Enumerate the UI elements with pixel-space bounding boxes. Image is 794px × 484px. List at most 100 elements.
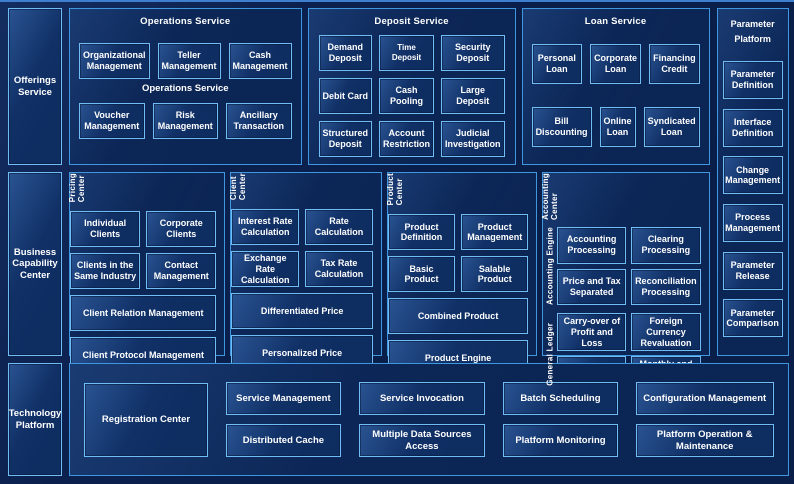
box-registration-center: Registration Center: [84, 382, 208, 457]
box-interface-definition: Interface Definition: [722, 108, 783, 147]
deposit-grid: Demand Deposit Time Deposit Security Dep…: [318, 35, 505, 157]
accounting-center-block: Accounting Center Accounting Engine Acco…: [541, 172, 710, 395]
box-structured-deposit: Structured Deposit: [318, 121, 373, 157]
box-salable-product: Salable Product: [461, 256, 529, 293]
sidebar-offerings-service: Offerings Service: [8, 8, 62, 165]
operations-row-2: Voucher Management Risk Management Ancil…: [79, 103, 292, 139]
box-large-deposit: Large Deposit: [441, 78, 505, 114]
box-product-definition: Product Definition: [387, 214, 456, 251]
box-service-invocation: Service Invocation: [358, 382, 486, 415]
product-pair-1: Product Definition Product Management: [387, 214, 529, 251]
box-clearing-processing: Clearing Processing: [631, 227, 701, 264]
parameter-platform-title-line2: Platform: [734, 34, 771, 45]
box-basic-product: Basic Product: [387, 256, 456, 293]
product-center-vlabel: Product Center: [385, 173, 404, 206]
technology-platform-section: Registration Center Service Management D…: [69, 363, 789, 476]
operations-service-mid-label: Operations Service: [141, 83, 229, 94]
box-service-management: Service Management: [226, 382, 341, 415]
box-bill-discounting: Bill Discounting: [531, 107, 592, 147]
operations-row-1: Organizational Management Teller Managem…: [79, 43, 292, 79]
business-capability-row: Pricing Center Individual Clients Corpor…: [68, 172, 710, 395]
parameter-platform-boxes: Parameter Definition Interface Definitio…: [718, 48, 788, 355]
tech-column-4: Configuration Management Platform Operat…: [635, 382, 774, 457]
box-price-and-tax-separated: Price and Tax Separated: [557, 268, 627, 305]
box-process-management: Process Management: [722, 204, 783, 243]
box-exchange-rate-calculation: Exchange Rate Calculation: [231, 251, 300, 288]
box-debit-card: Debit Card: [318, 78, 373, 114]
box-syndicated-loan: Syndicated Loan: [643, 107, 700, 147]
product-center-body: Product Definition Product Management Ba…: [387, 205, 536, 385]
client-pair-1: Interest Rate Calculation Rate Calculati…: [231, 209, 373, 246]
box-contact-management: Contact Management: [146, 253, 217, 290]
client-center-block: Client Center Interest Rate Calculation …: [229, 172, 382, 372]
box-reconciliation-processing: Reconciliation Processing: [631, 268, 701, 305]
client-center-body: Interest Rate Calculation Rate Calculati…: [231, 200, 380, 380]
box-combined-product: Combined Product: [387, 298, 529, 335]
box-platform-operation-maintenance: Platform Operation & Maintenance: [635, 424, 774, 457]
loan-service-title: Loan Service: [584, 16, 647, 27]
box-configuration-management: Configuration Management: [635, 382, 774, 415]
parameter-platform-title-line1: Parameter: [730, 19, 775, 29]
box-time-deposit: Time Deposit: [379, 35, 435, 71]
deposit-service-title: Deposit Service: [374, 16, 449, 27]
accounting-engine-group: Accounting Engine Accounting Processing …: [543, 227, 701, 305]
tech-column-3: Batch Scheduling Platform Monitoring: [503, 382, 618, 457]
box-interest-rate-calculation: Interest Rate Calculation: [231, 209, 300, 246]
box-cash-pooling: Cash Pooling: [379, 78, 435, 114]
loan-row-1: Personal Loan Corporate Loan Financing C…: [531, 44, 700, 84]
box-product-management: Product Management: [461, 214, 529, 251]
technology-platform-body: Registration Center Service Management D…: [70, 364, 788, 475]
box-personal-loan: Personal Loan: [531, 44, 583, 84]
tech-column-2: Service Invocation Multiple Data Sources…: [358, 382, 486, 457]
box-judicial-investigation: Judicial Investigation: [441, 121, 505, 157]
box-security-deposit: Security Deposit: [441, 35, 505, 71]
box-voucher-management: Voucher Management: [79, 103, 145, 139]
product-center-block: Product Center Product Definition Produc…: [385, 172, 538, 377]
box-clients-in-the-same-industry: Clients in the Same Industry: [70, 253, 141, 290]
box-accounting-processing: Accounting Processing: [557, 227, 627, 264]
accounting-center-vlabel: Accounting Center: [541, 173, 560, 220]
box-risk-management: Risk Management: [152, 103, 219, 139]
client-center-vlabel: Client Center: [229, 173, 248, 201]
box-change-management: Change Management: [722, 156, 783, 195]
product-pair-2: Basic Product Salable Product: [387, 256, 529, 293]
box-batch-scheduling: Batch Scheduling: [503, 382, 618, 415]
box-parameter-definition: Parameter Definition: [722, 61, 783, 100]
box-demand-deposit: Demand Deposit: [318, 35, 373, 71]
client-pair-2: Exchange Rate Calculation Tax Rate Calcu…: [231, 251, 373, 288]
box-rate-calculation: Rate Calculation: [305, 209, 373, 246]
pricing-center-body: Individual Clients Corporate Clients Cli…: [70, 202, 224, 382]
box-carry-over-of-profit-and-loss: Carry-over of Profit and Loss: [557, 313, 627, 352]
box-cash-management: Cash Management: [228, 43, 292, 79]
box-client-relation-management: Client Relation Management: [70, 295, 217, 332]
top-edge-line: [0, 0, 794, 2]
loan-service-section: Loan Service Personal Loan Corporate Loa…: [521, 8, 710, 165]
box-corporate-clients: Corporate Clients: [146, 211, 217, 248]
sidebar-business-capability-center: Business Capability Center: [8, 172, 62, 356]
box-parameter-release: Parameter Release: [722, 251, 783, 290]
pricing-pair-1: Individual Clients Corporate Clients: [70, 211, 217, 248]
box-parameter-comparison: Parameter Comparison: [722, 299, 783, 338]
tech-column-1: Service Management Distributed Cache: [226, 382, 341, 457]
offerings-row: Operations Service Organizational Manage…: [69, 8, 710, 165]
operations-service-title: Operations Service: [140, 16, 231, 27]
accounting-engine-grid: Accounting Processing Clearing Processin…: [557, 227, 701, 305]
box-organizational-management: Organizational Management: [79, 43, 150, 79]
box-corporate-loan: Corporate Loan: [590, 44, 642, 84]
box-platform-monitoring: Platform Monitoring: [503, 424, 618, 457]
deposit-service-section: Deposit Service Demand Deposit Time Depo…: [307, 8, 516, 165]
parameter-platform-section: Parameter Platform Parameter Definition …: [716, 8, 789, 356]
box-account-restriction: Account Restriction: [379, 121, 435, 157]
accounting-engine-vlabel: Accounting Engine: [545, 227, 555, 305]
box-foreign-currency-revaluation: Foreign Currency Revaluation: [631, 313, 701, 352]
box-tax-rate-calculation: Tax Rate Calculation: [305, 251, 373, 288]
box-multiple-data-sources-access: Multiple Data Sources Access: [358, 424, 486, 457]
pricing-pair-2: Clients in the Same Industry Contact Man…: [70, 253, 217, 290]
loan-row-2: Bill Discounting Online Loan Syndicated …: [531, 107, 700, 147]
box-individual-clients: Individual Clients: [70, 211, 141, 248]
operations-service-section: Operations Service Organizational Manage…: [69, 8, 302, 165]
pricing-center-vlabel: Pricing Center: [68, 173, 86, 203]
sidebar-technology-platform: Technology Platform: [8, 363, 62, 476]
box-distributed-cache: Distributed Cache: [226, 424, 341, 457]
